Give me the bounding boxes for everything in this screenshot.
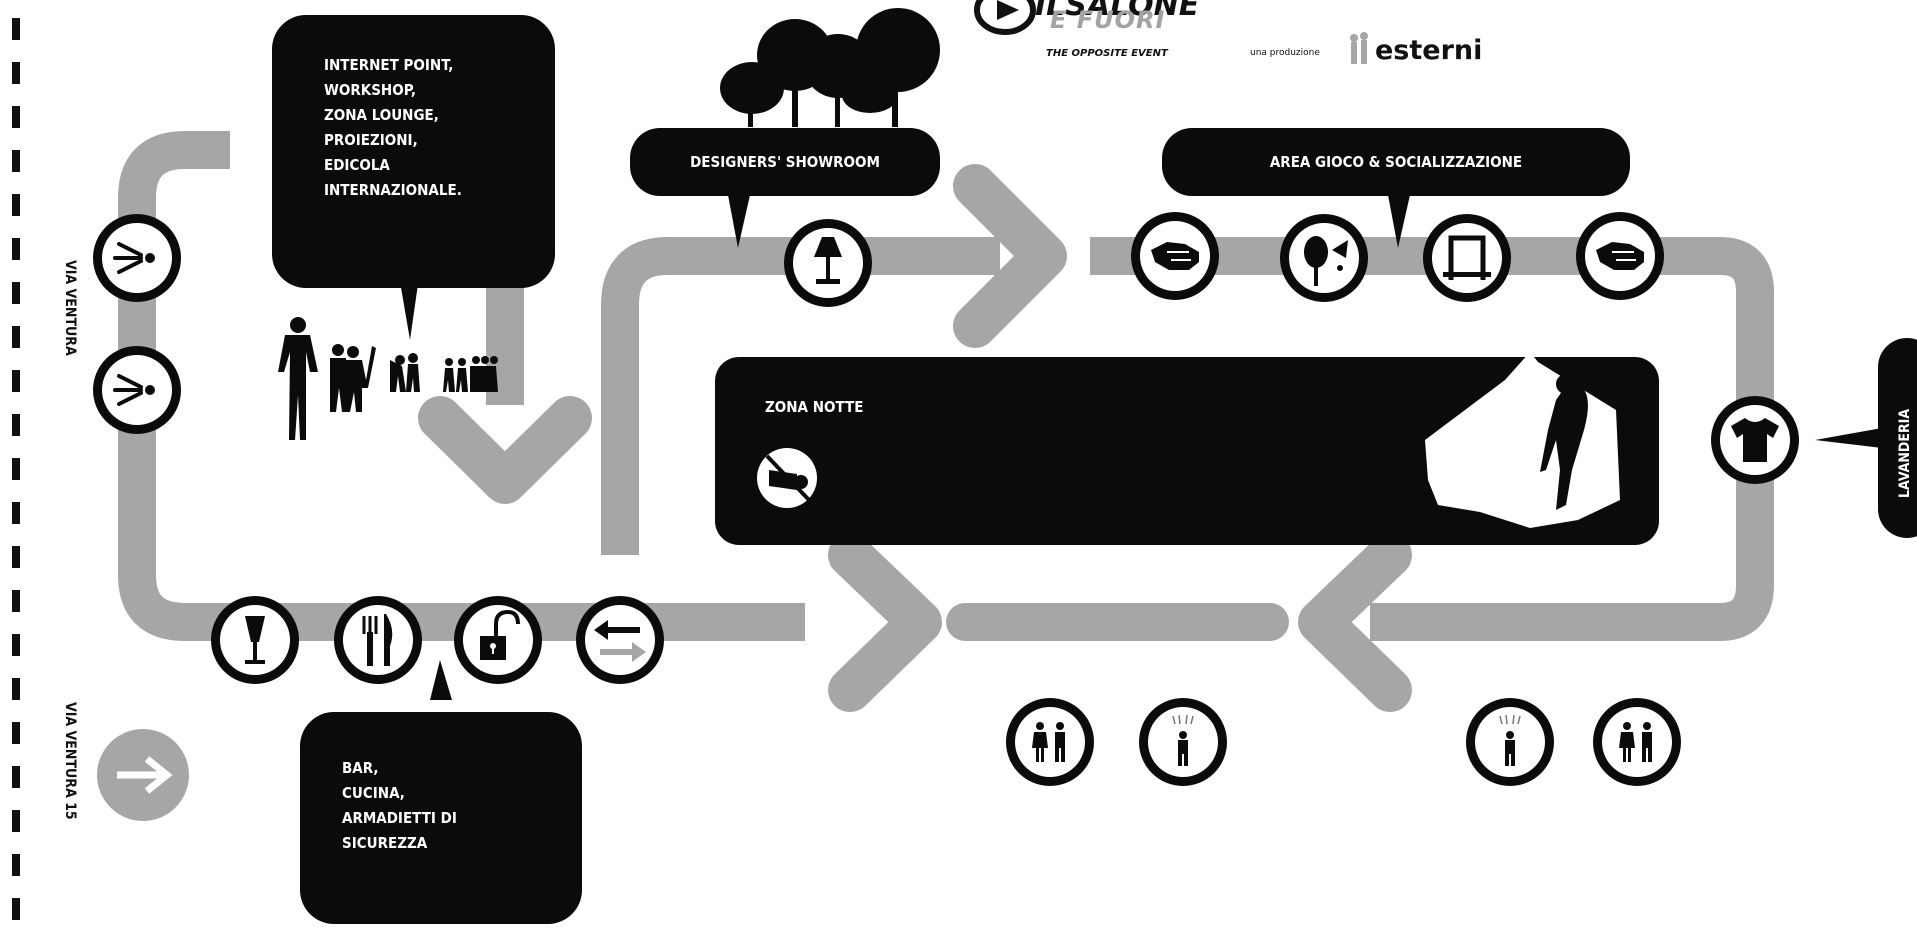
- entrance-arrow-icon[interactable]: [97, 729, 189, 821]
- lavanderia-pill: LAVANDERIA: [1878, 338, 1917, 538]
- logo-title: ILSALONE: [1035, 0, 1200, 23]
- esterni-figures-logo: [1350, 32, 1368, 64]
- wine-glass-icon: [211, 596, 299, 684]
- exchange-arrows-icon: [576, 596, 664, 684]
- sleeper-illustration: [1425, 352, 1620, 528]
- bubble-line: ARMADIETTI DI: [342, 809, 457, 827]
- tshirt-icon: [1711, 396, 1799, 484]
- logo-subtitle: E FUORI: [1050, 6, 1166, 34]
- info-bubble-internet: INTERNET POINT, WORKSHOP, ZONA LOUNGE, P…: [272, 15, 555, 288]
- restroom-icon: [1006, 698, 1094, 786]
- arrow-right-bottom: [828, 533, 942, 712]
- area-label-gioco: AREA GIOCO & SOCIALIZZAZIONE: [1162, 128, 1630, 196]
- bubble-line: ZONA LOUNGE,: [324, 106, 439, 124]
- table-football-icon: [1423, 214, 1511, 302]
- bubble-line: EDICOLA: [324, 156, 390, 174]
- street-label-side: VIA VENTURA: [62, 260, 78, 356]
- no-noise-icon: [757, 448, 817, 508]
- area-label-lavanderia: LAVANDERIA: [1897, 408, 1913, 498]
- zona-notte-panel: [715, 357, 1659, 545]
- speaker-icon: [91, 344, 183, 436]
- bubble-line: INTERNAZIONALE.: [324, 181, 462, 199]
- bubble-line: PROIEZIONI,: [324, 131, 418, 149]
- area-label-notte: ZONA NOTTE: [765, 398, 864, 416]
- cutlery-icon: [334, 596, 422, 684]
- table-lamp-icon: [784, 219, 872, 307]
- bubble-line: WORKSHOP,: [324, 81, 416, 99]
- street-dashes: [12, 18, 20, 920]
- logo-tagline: THE OPPOSITE EVENT: [1046, 48, 1168, 59]
- arrow-left-bottom: [1298, 533, 1412, 712]
- handshake-icon: [1575, 211, 1665, 301]
- bubble-line: CUCINA,: [342, 784, 405, 802]
- street-label-entrance: VIA VENTURA 15: [62, 702, 78, 820]
- handshake-icon: [1130, 211, 1220, 301]
- logo-mark: [974, 0, 1036, 35]
- speaker-icon: [91, 212, 183, 304]
- arrow-right-top: [953, 164, 1067, 348]
- area-label-showroom: DESIGNERS' SHOWROOM: [630, 128, 940, 196]
- bubble-line: BAR,: [342, 759, 379, 777]
- ping-pong-icon: [1280, 214, 1368, 302]
- production-credit: una produzione: [1250, 48, 1320, 58]
- path-segment-up: [601, 237, 1000, 555]
- people-illustration: [278, 317, 498, 440]
- producer-name: esterni: [1375, 35, 1483, 66]
- shower-icon: [1138, 697, 1228, 787]
- bubble-line: INTERNET POINT,: [324, 56, 454, 74]
- info-bubble-bar: BAR, CUCINA, ARMADIETTI DI SICUREZZA: [300, 712, 582, 924]
- arrow-down: [418, 396, 592, 504]
- shower-icon: [1465, 697, 1555, 787]
- restroom-icon: [1593, 698, 1681, 786]
- bubble-line: SICUREZZA: [342, 834, 428, 852]
- trees-illustration: [720, 8, 940, 127]
- padlock-icon: [454, 596, 542, 684]
